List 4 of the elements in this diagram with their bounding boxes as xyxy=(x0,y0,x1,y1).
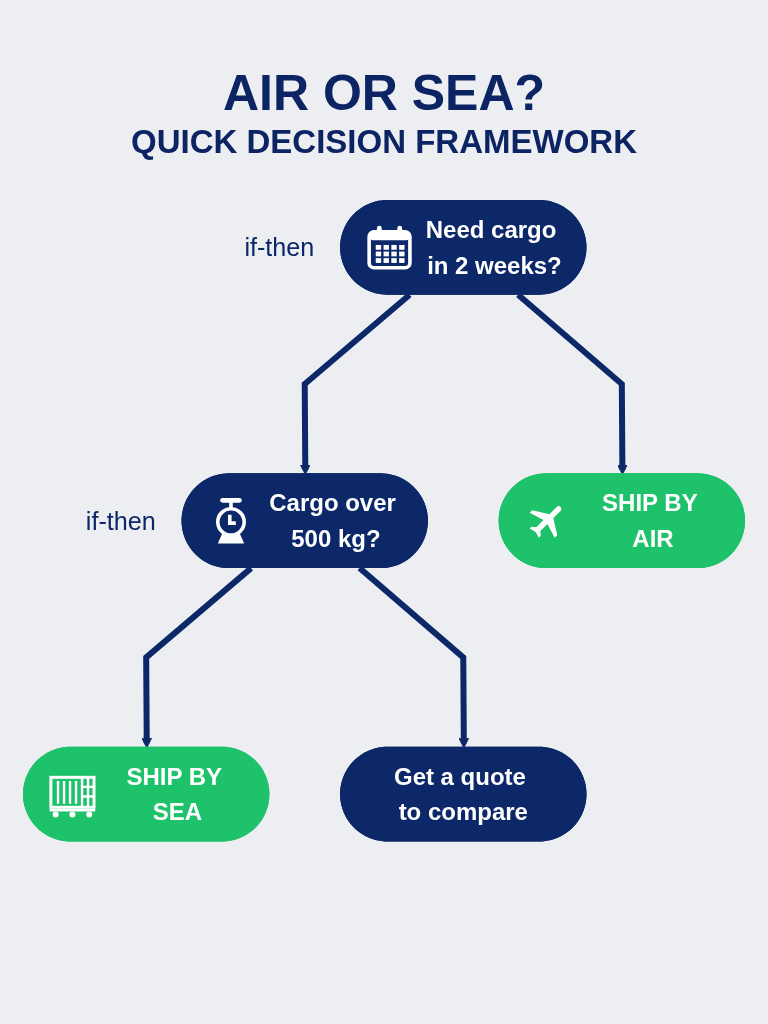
side-note: if-then xyxy=(85,506,156,535)
subtitle: QUICK DECISION FRAMEWORK xyxy=(131,123,637,161)
title: AIR OR SEA? xyxy=(222,66,546,121)
side-note: if-then xyxy=(244,233,315,262)
